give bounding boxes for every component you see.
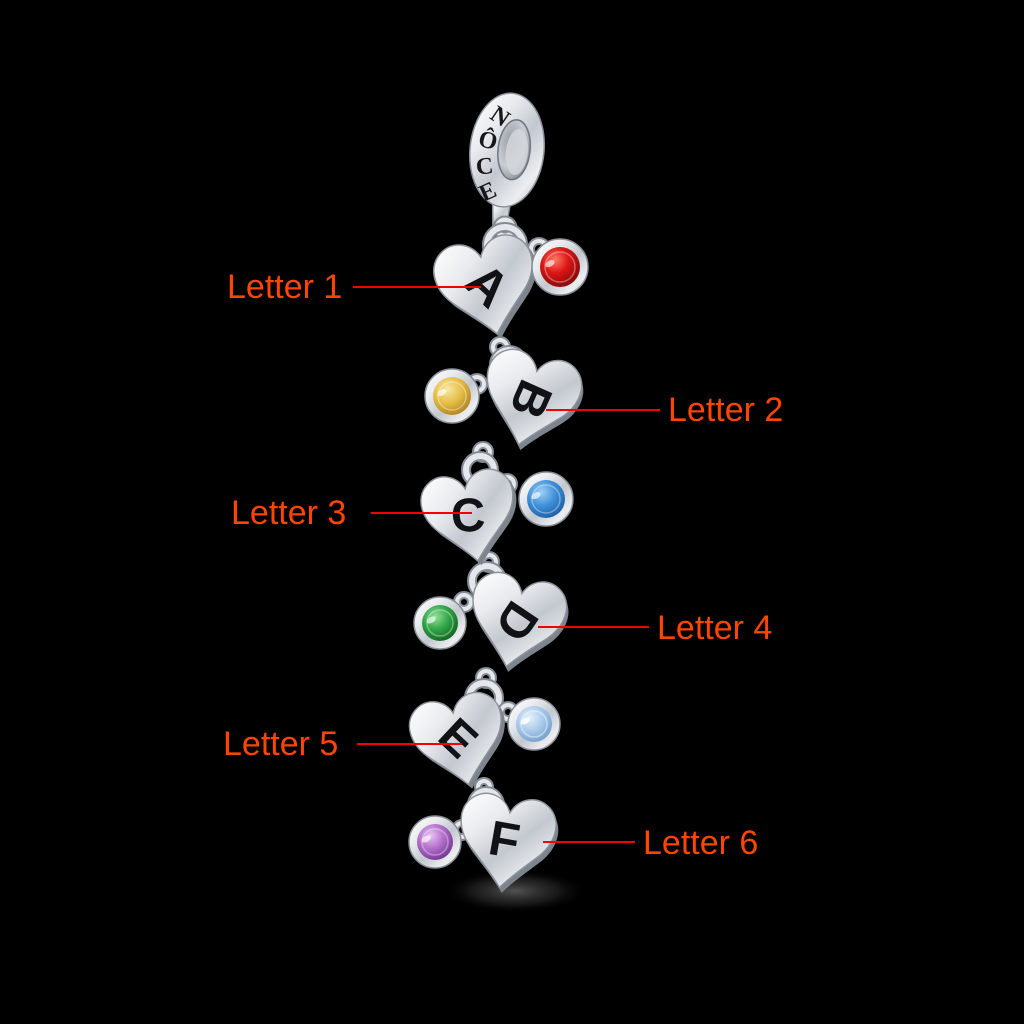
label-letter-4: Letter 4 xyxy=(657,609,773,647)
leader-line-letter-6 xyxy=(543,841,635,843)
gem-purple xyxy=(408,815,462,869)
gem-light-blue xyxy=(507,697,561,751)
gem-blue xyxy=(518,471,574,527)
gem-red xyxy=(531,238,589,296)
gem-yellow xyxy=(424,368,480,424)
charm-bail: N Ô C E xyxy=(468,92,546,230)
leader-line-letter-2 xyxy=(546,409,660,411)
leader-line-letter-5 xyxy=(357,743,462,745)
leader-line-letter-4 xyxy=(538,626,649,628)
heart-letter-c: C xyxy=(450,489,486,543)
label-letter-2: Letter 2 xyxy=(668,391,784,429)
drop-shadow xyxy=(443,869,587,913)
heart-charm-d: D xyxy=(459,567,574,682)
heart-charm-e: E xyxy=(404,687,518,799)
heart-charm-f: F xyxy=(451,789,562,900)
label-letter-1: Letter 1 xyxy=(227,268,343,306)
heart-charm-a: A xyxy=(428,229,550,349)
heart-charm-b: B xyxy=(471,343,589,462)
heart-charm-c: C xyxy=(416,464,528,574)
leader-line-letter-1 xyxy=(353,286,481,288)
label-letter-6: Letter 6 xyxy=(643,824,759,862)
label-letter-3: Letter 3 xyxy=(231,494,347,532)
brand-letter-c: C xyxy=(475,153,495,181)
gem-green xyxy=(413,596,467,650)
leader-line-letter-3 xyxy=(371,512,472,514)
label-letter-5: Letter 5 xyxy=(223,725,339,763)
